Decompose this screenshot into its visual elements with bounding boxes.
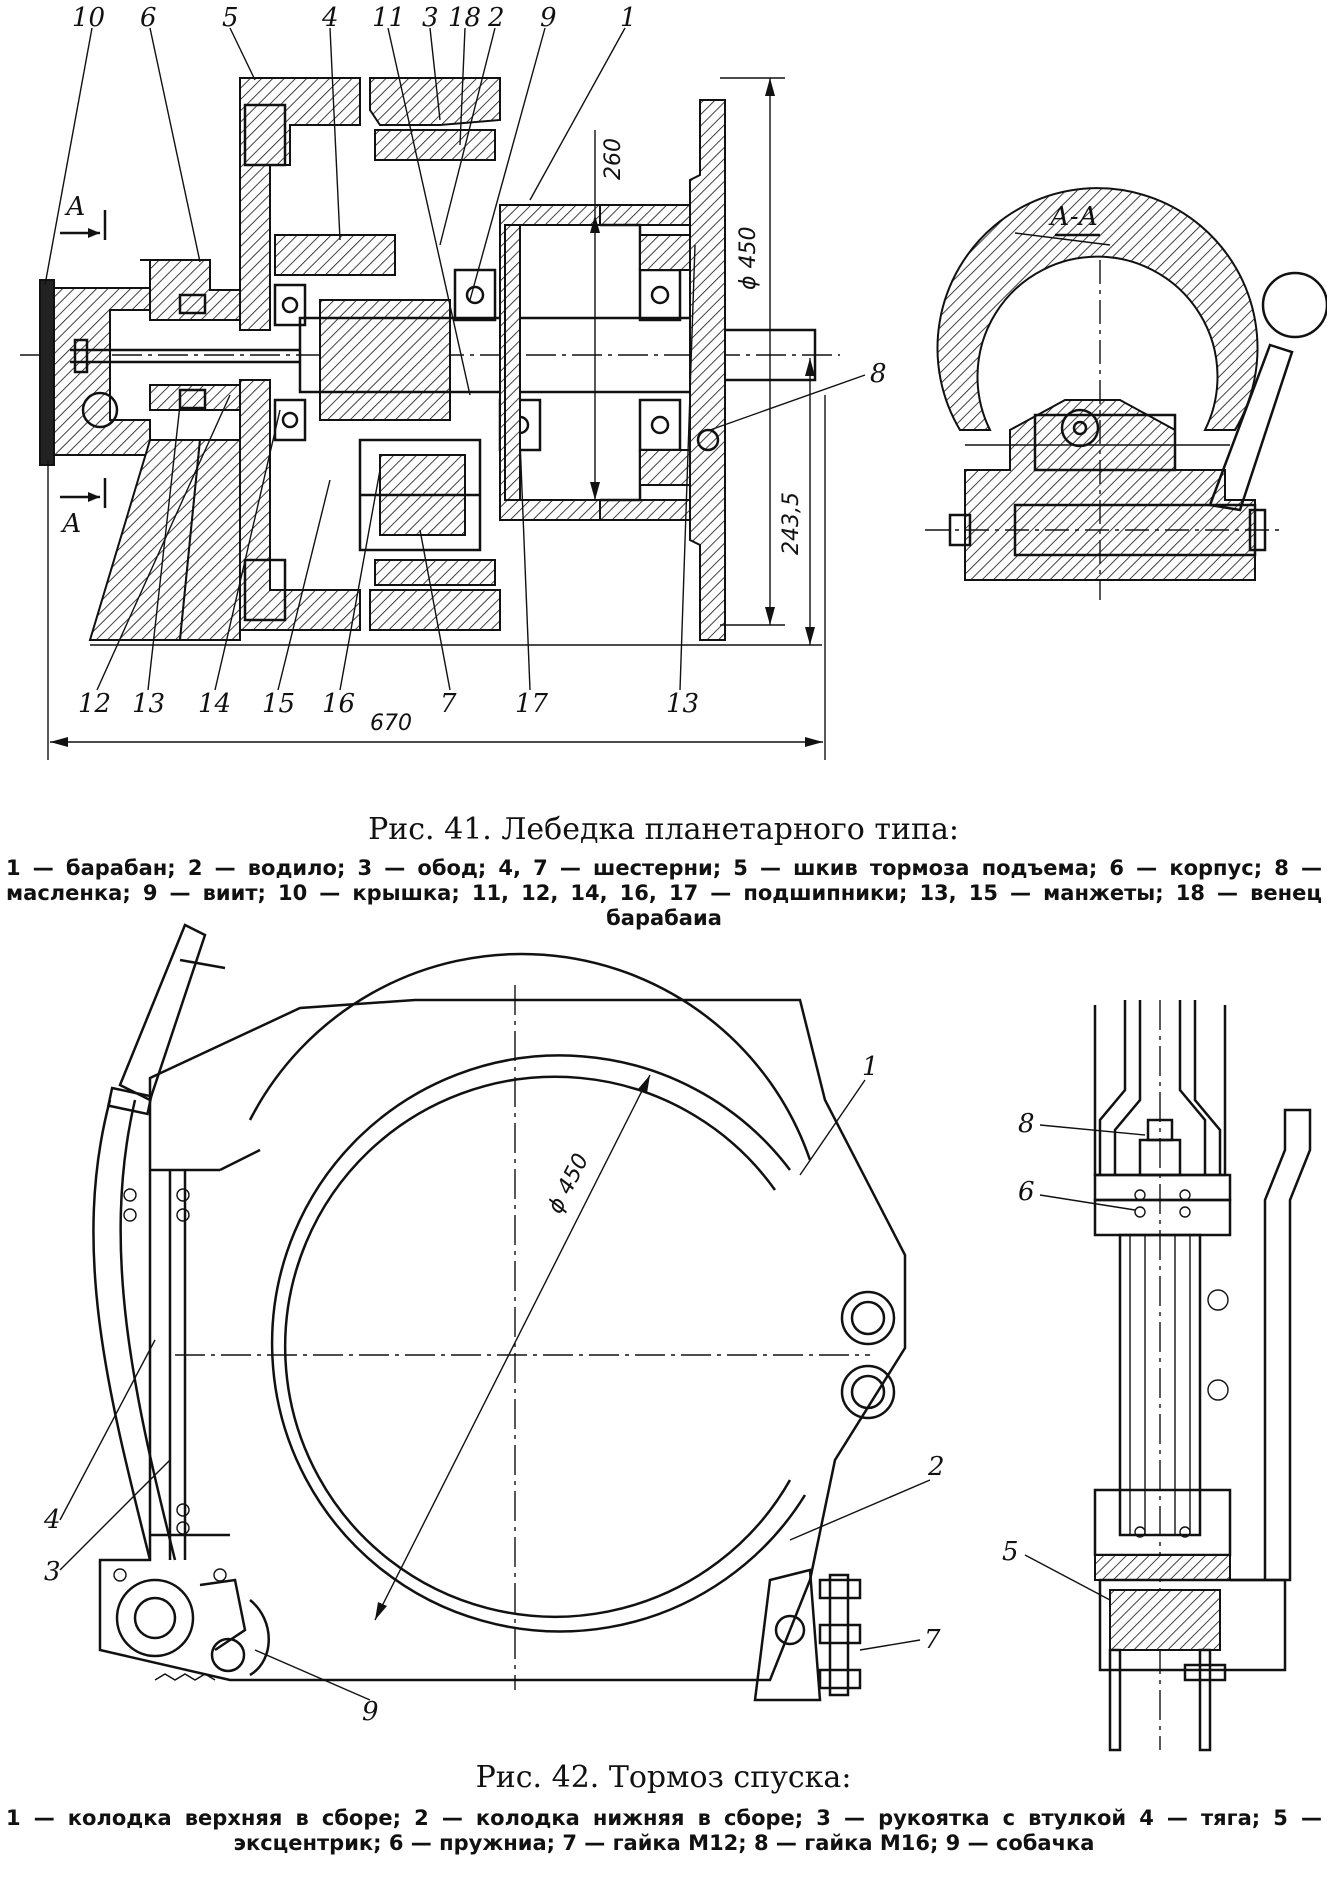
brake-front-view	[92, 923, 907, 1702]
label-6-side: 6	[1018, 1177, 1035, 1207]
label-12: 12	[78, 689, 111, 719]
leaders-fig42	[59, 1079, 931, 1701]
dim-260: 260	[601, 138, 626, 180]
label-1: 1	[620, 3, 637, 33]
label-5-side: 5	[1002, 1537, 1019, 1567]
winch-section-view	[20, 77, 840, 641]
fig41-legend: 1 — барабан; 2 — водило; 3 — обод; 4, 7 …	[6, 856, 1322, 930]
leaders-fig42-side	[1024, 1124, 1146, 1601]
label-16: 16	[322, 689, 355, 719]
label-13: 13	[132, 689, 165, 719]
label-8: 8	[870, 359, 887, 389]
dim-243-5: 243,5	[779, 492, 804, 555]
section-a-a-view	[925, 187, 1327, 600]
label-4-brake: 4	[43, 1505, 61, 1535]
fig41-caption: Рис. 41. Лебедка планетарного типа:	[0, 812, 1327, 847]
dim-450-brake: ϕ 450	[543, 1150, 594, 1218]
dimensions-fig41	[47, 77, 826, 760]
label-13b: 13	[666, 689, 699, 719]
frame-bolts	[113, 1188, 227, 1582]
label-14: 14	[198, 689, 231, 719]
label-3: 3	[422, 3, 439, 33]
label-5: 5	[222, 3, 239, 33]
label-2-brake: 2	[927, 1452, 945, 1482]
label-4: 4	[321, 3, 339, 33]
brake-side-view	[1093, 1000, 1312, 1752]
label-17: 17	[515, 689, 549, 719]
label-9: 9	[540, 3, 557, 33]
label-1-brake: 1	[862, 1052, 879, 1082]
section-mark-a-bottom: А	[60, 509, 82, 539]
fig41-title: Рис. 41. Лебедка планетарного типа:	[368, 812, 959, 847]
label-7: 7	[440, 689, 457, 719]
leaders-fig41	[44, 27, 866, 691]
label-9-brake: 9	[362, 1697, 379, 1727]
label-11: 11	[372, 3, 405, 33]
fig42-legend: 1 — колодка верхняя в сборе; 2 — колодка…	[6, 1806, 1322, 1855]
label-15: 15	[262, 689, 295, 719]
label-7-brake: 7	[924, 1625, 941, 1655]
section-mark-a-top: А	[64, 192, 86, 222]
label-3-brake: 3	[44, 1557, 61, 1587]
label-6: 6	[140, 3, 157, 33]
dim-450: ϕ 450	[736, 227, 761, 291]
dim-670: 670	[370, 711, 412, 736]
fig42-caption: Рис. 42. Тормоз спуска:	[0, 1760, 1327, 1795]
label-10: 10	[72, 3, 105, 33]
section-title-a-a: А-А	[1048, 202, 1098, 232]
label-8-side: 8	[1018, 1109, 1035, 1139]
label-2: 2	[487, 3, 505, 33]
label-18: 18	[448, 3, 481, 33]
labels-fig41: 10 6 5 4 11 3 18 2 9 1 8 12 13 14 15 16 …	[60, 3, 1098, 736]
fig42-title: Рис. 42. Тормоз спуска:	[475, 1760, 852, 1795]
